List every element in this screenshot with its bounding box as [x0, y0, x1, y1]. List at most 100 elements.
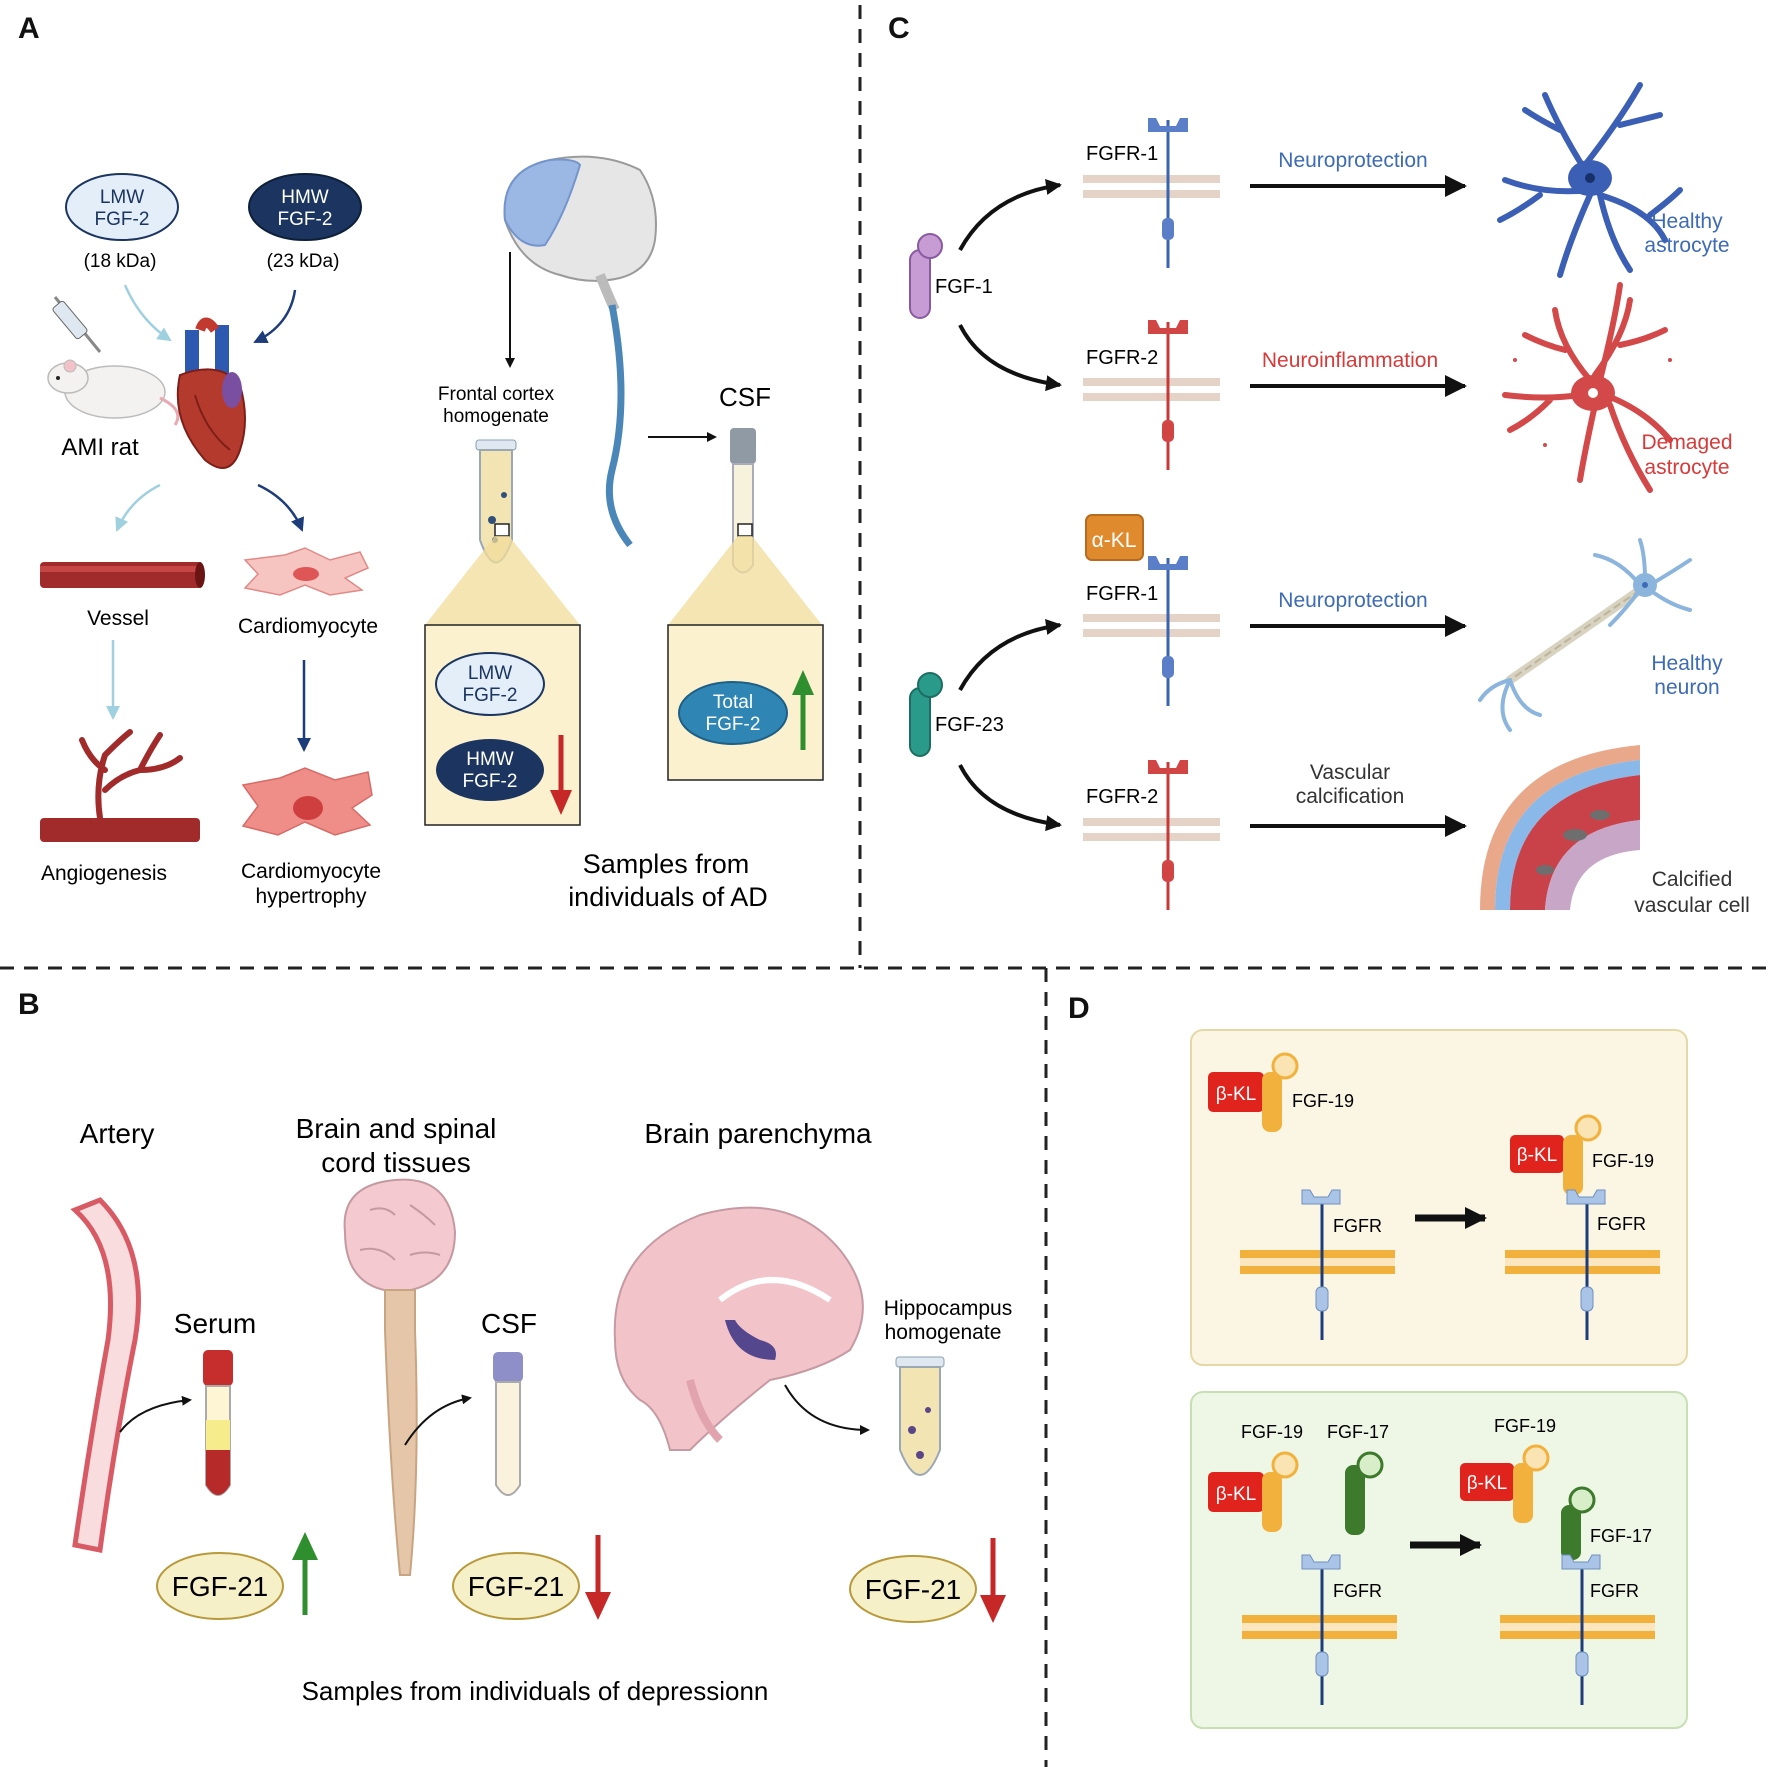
down-arrow-icon	[585, 1535, 611, 1620]
heart-icon	[176, 317, 246, 469]
sagittal-brain-icon	[613, 1206, 864, 1451]
label-panels-D-top-fgfr: FGFR	[1333, 1216, 1382, 1236]
label-panels-B-fgf21-c: FGF-21	[865, 1574, 961, 1605]
label-panels-D-bot-fgf17: FGF-17	[1327, 1422, 1389, 1442]
label-panels-D-bot-fgf19: FGF-19	[1241, 1422, 1303, 1442]
alpha-kl-badge: α-KL	[1085, 514, 1144, 561]
label-panels-D-bot-fgf19-after: FGF-19	[1494, 1416, 1556, 1436]
brain-spinal-cord-icon	[503, 155, 657, 548]
hippocampus-label-1: Hippocampus	[884, 1297, 1012, 1320]
cardiomyocyte-icon	[243, 547, 370, 596]
label-panels-A-total-line1: Total	[713, 692, 753, 713]
row2-cell-label-2: astrocyte	[1644, 456, 1729, 479]
samples-depression-caption: Samples from individuals of depressionn	[302, 1676, 769, 1706]
top-before-complex: β-KL FGF-19 FGFR	[1208, 1052, 1395, 1340]
lmw-weight: (18 kDa)	[84, 251, 157, 272]
label-panels-D-top-bkl-after: β-KL	[1517, 1145, 1558, 1166]
row3-receptor-label: FGFR-1	[1086, 583, 1158, 605]
row1-effect-label: Neuroprotection	[1278, 149, 1427, 172]
cardiomyocyte-hypertrophy-label-2: hypertrophy	[256, 885, 367, 908]
fgfr2-receptor-row2	[1083, 320, 1220, 470]
syringe-icon	[52, 296, 102, 353]
artery-heading: Artery	[80, 1118, 155, 1149]
label-panels-A-box-lmw-line1: LMW	[468, 663, 512, 684]
hmw-fgf2-badge: HMW FGF-2	[248, 173, 362, 241]
up-arrow-icon	[292, 1532, 318, 1615]
cardiomyocyte-hypertrophy-label-1: Cardiomyocyte	[241, 860, 381, 883]
row4-effect-label-1: Vascular	[1310, 761, 1390, 784]
label-panels-B-fgf21-b: FGF-21	[468, 1571, 564, 1602]
csf-box-a: Total FGF-2	[667, 624, 824, 781]
fgf21-badge-csf: FGF-21	[452, 1535, 611, 1620]
panel-letter-a: A	[18, 12, 40, 45]
label-panels-D-bot-fgfr: FGFR	[1333, 1581, 1382, 1601]
rat-icon	[47, 359, 180, 426]
panel-a: A LMW FGF-2 (18 kDa) HMW FGF-2 (23 kDa)	[18, 12, 824, 912]
panel-letter-d: D	[1068, 992, 1090, 1025]
fgfr1-receptor-row3	[1083, 556, 1220, 706]
lmw-fgf2-badge: LMW FGF-2	[65, 173, 179, 241]
samples-ad-label-2: individuals of AD	[568, 882, 768, 912]
brain-spinal-heading-2: cord tissues	[321, 1147, 470, 1178]
row3-cell-label-2: neuron	[1654, 676, 1719, 699]
frontal-cortex-tube-icon	[475, 439, 517, 564]
fgf1-label: FGF-1	[935, 276, 993, 298]
angiogenesis-label: Angiogenesis	[41, 862, 167, 885]
damaged-astrocyte-icon	[1502, 282, 1673, 493]
fgf21-badge-serum: FGF-21	[156, 1532, 318, 1620]
label-panels-A-box-hmw-line2: FGF-2	[463, 771, 518, 792]
vessel-icon	[40, 562, 205, 588]
serum-tube-icon	[203, 1350, 233, 1496]
down-arrow-icon	[980, 1538, 1006, 1623]
fgf1-ligand	[909, 233, 943, 319]
csf-label-a: CSF	[719, 382, 771, 412]
fgfr1-receptor-row1	[1083, 118, 1220, 268]
label-panels-A-hmw-line1: HMW	[281, 187, 329, 208]
row1-receptor-label: FGFR-1	[1086, 143, 1158, 165]
row2-cell-label-1: Demaged	[1641, 431, 1732, 454]
bottom-after-complex: FGF-19 β-KL FGF-17 FGFR	[1460, 1416, 1655, 1705]
panel-dividers	[0, 5, 1772, 1767]
label-panels-D-top-fgfr-after: FGFR	[1597, 1214, 1646, 1234]
angiogenesis-icon	[40, 729, 200, 842]
bottom-before-complex: FGF-19 FGF-17 β-KL FGFR	[1208, 1422, 1397, 1705]
up-arrow-icon	[792, 670, 814, 750]
fgf23-ligand	[909, 672, 943, 757]
serum-label: Serum	[174, 1308, 256, 1339]
row4-receptor-label: FGFR-2	[1086, 786, 1158, 808]
calcified-vessel-icon	[1480, 745, 1640, 910]
label-panels-D-bot-bkl: β-KL	[1216, 1484, 1257, 1505]
artery-icon	[70, 1197, 141, 1553]
label-panels-A-box-lmw-line2: FGF-2	[463, 685, 518, 706]
ami-rat-label: AMI rat	[61, 434, 139, 461]
row3-effect-label: Neuroprotection	[1278, 589, 1427, 612]
down-arrow-icon	[550, 735, 572, 815]
label-panels-B-fgf21-a: FGF-21	[172, 1571, 268, 1602]
label-panels-D-top-fgf19-after: FGF-19	[1592, 1151, 1654, 1171]
row4-cell-label-1: Calcified	[1652, 868, 1733, 891]
row1-cell-label-2: astrocyte	[1644, 234, 1729, 257]
label-panels-D-bot-fgfr-after: FGFR	[1590, 1581, 1639, 1601]
panel-b: B Artery Brain and spinal cord tissues B…	[18, 988, 1012, 1706]
frontal-cortex-box: LMW FGF-2 HMW FGF-2	[424, 624, 581, 826]
hippocampus-label-2: homogenate	[885, 1321, 1002, 1344]
label-panels-D-bot-bkl-after: β-KL	[1467, 1473, 1508, 1494]
label-panels-A-lmw-line1: LMW	[100, 187, 144, 208]
panel-d: D β-KL FGF-19 FGFR β-KL FGF-19	[1068, 992, 1688, 1729]
label-panels-D-top-fgf19: FGF-19	[1292, 1091, 1354, 1111]
row2-receptor-label: FGFR-2	[1086, 347, 1158, 369]
label-panels-A-total-line2: FGF-2	[706, 714, 761, 735]
brain-parenchyma-heading: Brain parenchyma	[644, 1118, 872, 1149]
label-panels-D-top-bkl: β-KL	[1216, 1084, 1257, 1105]
label-panels-D-bot-fgf17-after: FGF-17	[1590, 1526, 1652, 1546]
fgfr2-receptor-row4	[1083, 760, 1220, 910]
panel-d-bottom-box	[1190, 1391, 1688, 1729]
label-panels-A-hmw-line2: FGF-2	[278, 209, 333, 230]
hippocampus-tube-icon	[895, 1356, 945, 1476]
panel-letter-c: C	[888, 12, 910, 45]
fgf21-badge-hippocampus: FGF-21	[849, 1538, 1006, 1623]
label-panels-C-alpha-kl: α-KL	[1092, 529, 1137, 552]
row3-cell-label-1: Healthy	[1651, 652, 1723, 675]
frontal-cortex-label-2: homogenate	[443, 406, 549, 427]
cardiomyocyte-hypertrophy-icon	[241, 767, 373, 836]
